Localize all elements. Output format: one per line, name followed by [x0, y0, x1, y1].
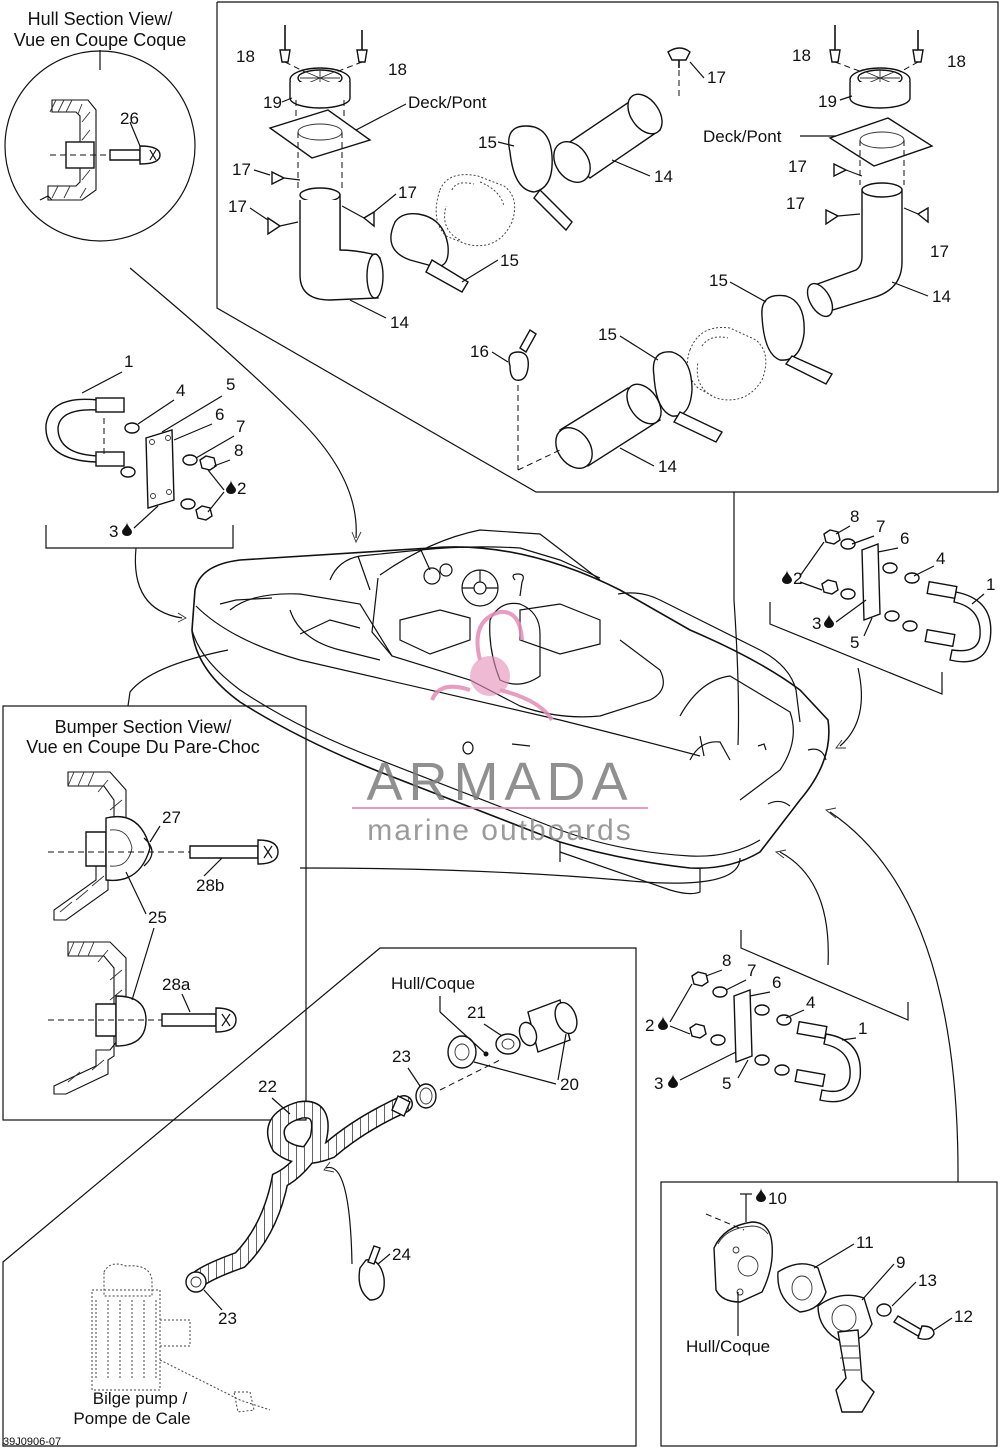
callout-18-b: 18: [388, 60, 407, 79]
callout-5-c: 5: [722, 1074, 731, 1093]
bumper-section-view: [48, 771, 279, 1095]
callout-12: 12: [954, 1307, 973, 1326]
watermark: ARMADA marine outboards: [352, 609, 648, 847]
leader-curves: [127, 267, 959, 1265]
callout-19-b: 19: [818, 92, 837, 111]
bilge-frame: [2, 947, 637, 1447]
callout-7-a: 7: [236, 417, 245, 436]
hull-drain-label: Hull/Coque: [391, 974, 475, 993]
deck-plate-left: [268, 109, 372, 159]
callout-1-a: 1: [124, 352, 133, 371]
callout-23-b: 23: [218, 1309, 237, 1328]
callout-11: 11: [856, 1233, 874, 1252]
callout-18-d: 18: [947, 52, 966, 71]
callout-4-a: 4: [176, 381, 185, 400]
callout-7-c: 7: [747, 961, 756, 980]
callout-25: 25: [148, 908, 167, 927]
bilge-pump-label-1: Bilge pump /: [93, 1389, 188, 1408]
callout-16: 16: [470, 342, 489, 361]
callout-6-b: 6: [900, 529, 909, 548]
callout-13: 13: [918, 1271, 937, 1290]
vent-frame-left: [216, 2, 733, 493]
callout-17-b: 17: [398, 183, 417, 202]
watermark-brand: ARMADA: [366, 752, 633, 812]
callout-6-c: 6: [772, 973, 781, 992]
watermark-tagline: marine outboards: [367, 814, 632, 847]
cleat-assembly-right-lower: [689, 971, 862, 1103]
callout-17-d: 17: [707, 68, 726, 87]
callout-1-b: 1: [986, 575, 995, 594]
callout-8-b: 8: [850, 507, 859, 526]
hull-plug-label: Hull/Coque: [686, 1337, 770, 1356]
callout-18-a: 18: [236, 47, 255, 66]
callout-15-d: 15: [598, 325, 617, 344]
callout-2-c: 2: [645, 1016, 654, 1035]
hull-section-title-1: Hull Section View/: [28, 9, 173, 29]
bumper-section-title-2: Vue en Coupe Du Pare-Choc: [26, 737, 259, 757]
callout-19-a: 19: [263, 93, 282, 112]
callout-15-a: 15: [478, 133, 497, 152]
callout-15-c: 15: [709, 271, 728, 290]
callout-14-b: 14: [654, 167, 673, 186]
bumper-section-frame: [2, 705, 307, 1121]
cleat-assembly-left: [45, 397, 217, 521]
callout-2-b: 2: [793, 569, 802, 588]
callout-2-a: 2: [237, 479, 246, 498]
callout-3-b: 3: [812, 614, 821, 633]
vent-frame-top: [217, 1, 999, 493]
hull-section-title-2: Vue en Coupe Coque: [14, 30, 186, 50]
callout-17-e: 17: [788, 157, 807, 176]
hull-section-circle: [4, 50, 196, 242]
callout-1-c: 1: [858, 1019, 867, 1038]
callout-20: 20: [560, 1075, 579, 1094]
deck-label-right: Deck/Pont: [703, 127, 782, 146]
callout-14-c: 14: [932, 287, 951, 306]
callout-10: 10: [768, 1189, 787, 1208]
deck-plate-right: [828, 117, 934, 167]
callout-5-b: 5: [850, 633, 859, 652]
callout-9: 9: [896, 1253, 905, 1272]
deck-label-left: Deck/Pont: [408, 93, 487, 112]
callout-3-a: 3: [109, 522, 118, 541]
callout-21: 21: [467, 1003, 486, 1022]
callout-4-b: 4: [936, 549, 945, 568]
callout-15-b: 15: [500, 251, 519, 270]
callout-4-c: 4: [806, 993, 815, 1012]
vent-assembly: [267, 25, 934, 471]
bumper-section-title-1: Bumper Section View/: [55, 717, 232, 737]
hull-section-view: [39, 99, 161, 201]
callout-22: 22: [258, 1077, 277, 1096]
drain-plug-frame: [660, 1181, 998, 1447]
callout-17-g: 17: [930, 242, 949, 261]
callout-27: 27: [162, 808, 181, 827]
bilge-pump-label-2: Pompe de Cale: [73, 1409, 190, 1428]
callout-26: 26: [120, 109, 139, 128]
callout-6-a: 6: [215, 405, 224, 424]
callout-8-c: 8: [722, 951, 731, 970]
callout-14-d: 14: [658, 457, 677, 476]
bilge-system: [91, 999, 578, 1413]
callout-17-f: 17: [786, 194, 805, 213]
callout-23-a: 23: [392, 1047, 411, 1066]
callout-14-a: 14: [390, 313, 409, 332]
cleat-assembly-right-upper: [821, 529, 992, 663]
callout-24: 24: [392, 1245, 411, 1264]
callout-18-c: 18: [792, 46, 811, 65]
callout-28b: 28b: [196, 876, 224, 895]
callout-8-a: 8: [234, 441, 243, 460]
callout-28a: 28a: [162, 975, 191, 994]
callout-5-a: 5: [226, 375, 235, 394]
drain-plug-assembly: [705, 1213, 935, 1413]
figure-code: 39J0906-07: [3, 1436, 61, 1448]
callout-17-c: 17: [228, 197, 247, 216]
callout-3-c: 3: [654, 1074, 663, 1093]
callout-17-a: 17: [232, 160, 251, 179]
callout-7-b: 7: [876, 517, 885, 536]
